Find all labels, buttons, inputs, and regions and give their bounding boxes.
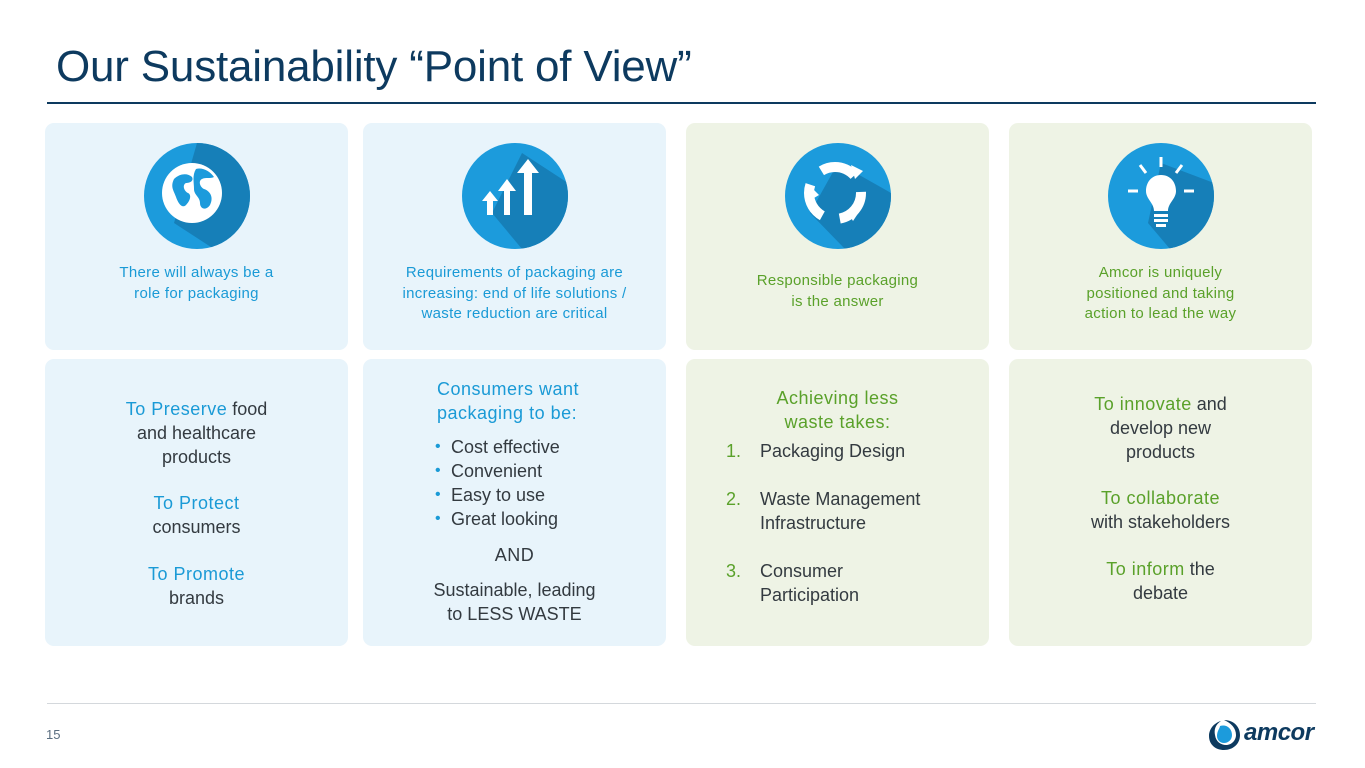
card-caption: Amcor is uniquely positioned and taking … [1084, 264, 1237, 322]
card-responsible-packaging: Responsible packaging is the answer [686, 123, 989, 350]
protect-block: To Protect consumers [45, 491, 348, 539]
rising-arrows-icon [461, 143, 568, 249]
card-requirements-increasing: Requirements of packaging are increasing… [363, 123, 666, 350]
recycle-arrows-icon [784, 143, 891, 249]
amcor-logo: amcor [1206, 718, 1316, 752]
protect-highlight: To Protect [153, 493, 240, 513]
innovate-block: To innovate and develop new products [1094, 394, 1227, 462]
card-caption: There will always be a role for packagin… [119, 264, 274, 302]
promote-highlight: To Promote [147, 564, 246, 584]
card-consumers-want: Consumers want packaging to be: Cost eff… [363, 359, 666, 646]
amcor-logo-mark-icon [1209, 720, 1240, 750]
list-item: Great looking [435, 507, 560, 531]
page-number: 15 [46, 727, 61, 742]
collaborate-block: To collaborate with stakeholders [1009, 486, 1312, 534]
title-divider [47, 102, 1316, 104]
collaborate-highlight: To collaborate [1100, 488, 1221, 508]
card-caption: Requirements of packaging are increasing… [402, 264, 627, 322]
list-item: 2. Waste Management Infrastructure [726, 489, 921, 533]
consumers-heading: Consumers want packaging to be: [437, 379, 580, 423]
card-caption: Responsible packaging is the answer [756, 272, 919, 310]
footer-divider [47, 703, 1316, 704]
closing-statement: Sustainable, leading to LESS WASTE [433, 580, 596, 624]
waste-steps-list: 1. Packaging Design 2. Waste Management … [726, 439, 920, 631]
innovate-highlight: To innovate [1094, 394, 1192, 414]
card-role-for-packaging: There will always be a role for packagin… [45, 123, 348, 350]
preserve-highlight: To Preserve [125, 399, 228, 419]
card-preserve-protect-promote: To Preserve food and healthcare products… [45, 359, 348, 646]
inform-highlight: To inform [1106, 559, 1185, 579]
promote-block: To Promote brands [45, 562, 348, 610]
list-item: Convenient [435, 459, 560, 483]
lightbulb-icon [1107, 143, 1214, 249]
consumer-wants-list: Cost effective Convenient Easy to use Gr… [435, 435, 560, 531]
list-item: Easy to use [435, 483, 560, 507]
card-achieving-less-waste: Achieving less waste takes: 1. Packaging… [686, 359, 989, 646]
and-label: AND [494, 545, 535, 565]
globe-icon [143, 143, 250, 249]
card-amcor-positioned: Amcor is uniquely positioned and taking … [1009, 123, 1312, 350]
page-title: Our Sustainability “Point of View” [56, 42, 692, 91]
card-innovate-collaborate-inform: To innovate and develop new products To … [1009, 359, 1312, 646]
list-item: Cost effective [435, 435, 560, 459]
achieving-heading: Achieving less waste takes: [776, 388, 899, 432]
list-item: 1. Packaging Design [726, 441, 906, 461]
list-item: 3. Consumer Participation [726, 561, 860, 605]
inform-block: To inform the debate [1106, 559, 1215, 603]
preserve-block: To Preserve food and healthcare products [125, 399, 268, 467]
